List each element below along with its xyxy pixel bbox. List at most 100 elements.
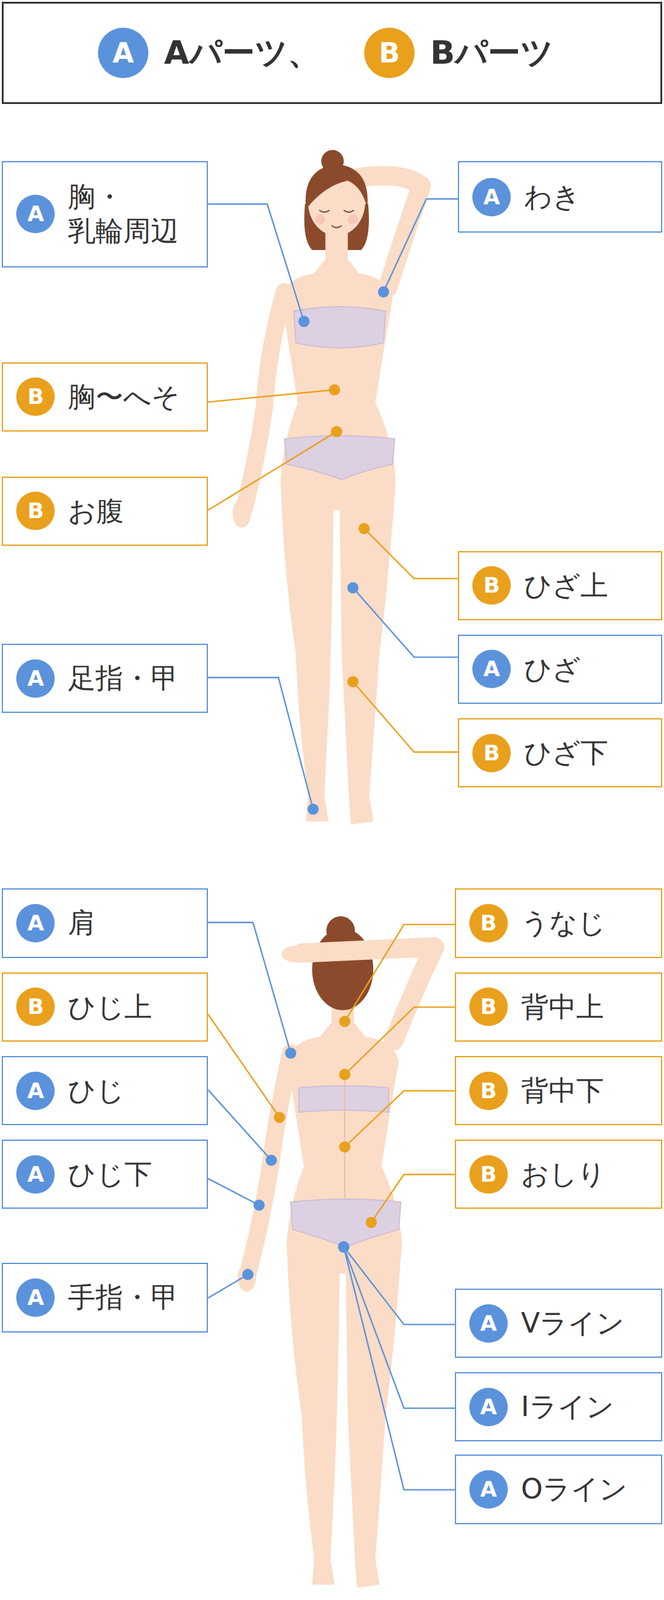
callout-box: A 手指・甲: [1, 1262, 208, 1332]
part-badge: A: [16, 1278, 55, 1317]
part-badge: B: [16, 491, 55, 530]
part-name: 肩: [67, 905, 199, 941]
front-figure: [232, 150, 422, 825]
part-dot: [274, 1111, 286, 1124]
leader-line: [344, 1007, 455, 1075]
leader-line: [207, 922, 291, 1053]
callout-box: A ひじ下: [1, 1139, 208, 1209]
hair-bun: [326, 916, 356, 946]
callout-box: A Oライン: [454, 1454, 663, 1524]
part-name: ひじ上: [67, 989, 199, 1025]
part-badge: B: [469, 903, 508, 943]
leader-line: [343, 1246, 455, 1408]
part-badge: A: [16, 1154, 55, 1194]
callout-box: B背中下: [454, 1055, 663, 1125]
part-name: おしり: [520, 1156, 653, 1192]
callout-box: A Vライン: [454, 1288, 663, 1358]
callout-box: Bおしり: [454, 1139, 663, 1209]
callout-box: B 背中上: [454, 972, 663, 1042]
cheek: [314, 214, 326, 225]
part-name: ひざ: [523, 651, 652, 687]
part-name: 手指・甲: [67, 1279, 199, 1315]
callout-box: B ひじ上: [1, 972, 208, 1042]
callout-box: A ひざ: [457, 634, 662, 704]
part-dot: [242, 1268, 254, 1280]
leader-line: [383, 198, 458, 292]
legend-swatch: B: [364, 27, 415, 79]
part-badge: A: [16, 903, 55, 943]
callout-box: B お腹: [1, 476, 208, 546]
part-dot: [338, 1240, 350, 1253]
leader-line: [207, 677, 314, 809]
leader-line: [207, 1178, 259, 1205]
callout-box: AIライン: [454, 1371, 663, 1441]
part-badge: A: [16, 194, 55, 234]
part-name: ひじ下: [67, 1156, 199, 1192]
part-name: Vライン: [520, 1305, 653, 1341]
legend-text: Aパーツ、: [164, 31, 321, 76]
legend-swatch: A: [97, 27, 149, 79]
leader-line: [352, 587, 458, 657]
callout-box: B 胸〜へそ: [1, 362, 208, 432]
part-badge: B: [472, 733, 511, 773]
leader-line: [207, 431, 337, 511]
part-dot: [338, 1240, 350, 1253]
callout-box: Bひざ下: [457, 718, 662, 788]
part-dot: [365, 1216, 378, 1229]
part-name: Oライン: [520, 1471, 653, 1507]
part-name: ひざ上: [523, 568, 652, 604]
part-dot: [347, 676, 359, 688]
bra: [293, 306, 386, 348]
part-dot: [331, 426, 343, 438]
leader-line: [343, 1246, 455, 1490]
part-name: お腹: [67, 493, 199, 529]
part-dot: [338, 1015, 351, 1027]
arm: [247, 1052, 291, 1274]
part-name: 背中上: [520, 989, 653, 1025]
underwear: [290, 1198, 401, 1247]
leader-line: [344, 1090, 455, 1147]
part-badge: A: [469, 1469, 508, 1509]
cheek: [347, 214, 359, 225]
part-dot: [347, 582, 359, 594]
part-badge: A: [472, 177, 511, 217]
leader-line: [371, 1174, 455, 1223]
part-badge: B: [16, 987, 55, 1026]
leader-line: [364, 528, 458, 579]
part-dot: [377, 286, 390, 298]
badge-letter: B: [378, 36, 400, 70]
part-badge: B: [16, 377, 55, 416]
leader-line: [207, 389, 335, 403]
part-dot: [338, 1240, 350, 1253]
leader-line: [207, 204, 305, 322]
spine: [344, 1073, 346, 1201]
arm: [301, 946, 435, 1041]
arm: [243, 292, 285, 511]
leader-line: [207, 1089, 272, 1160]
leader-line: [207, 1273, 248, 1298]
part-dot: [265, 1154, 278, 1166]
part-dot: [328, 383, 341, 396]
part-badge: B: [469, 987, 508, 1026]
body: [286, 1023, 403, 1588]
part-name: わき: [523, 179, 652, 215]
part-badge: A: [16, 659, 55, 698]
leader-line: [352, 681, 458, 752]
part-name: ひじ: [67, 1073, 199, 1109]
part-dot: [338, 1141, 351, 1153]
callout-box: B ひざ上: [457, 551, 662, 621]
part-name: 胸〜へそ: [67, 379, 199, 415]
part-badge: B: [472, 566, 511, 605]
part-badge: A: [472, 649, 511, 689]
part-dot: [253, 1199, 265, 1211]
badge-letter: A: [112, 36, 135, 70]
callout-box: A胸・ 乳輪周辺: [1, 161, 208, 268]
legend-box: AAパーツ、BBパーツ: [1, 1, 663, 104]
part-badge: A: [469, 1303, 508, 1343]
back-figure: [237, 916, 435, 1588]
callout-box: A わき: [457, 161, 662, 233]
part-dot: [307, 803, 320, 815]
part-name: 背中下: [520, 1073, 653, 1109]
part-dot: [284, 1047, 297, 1059]
